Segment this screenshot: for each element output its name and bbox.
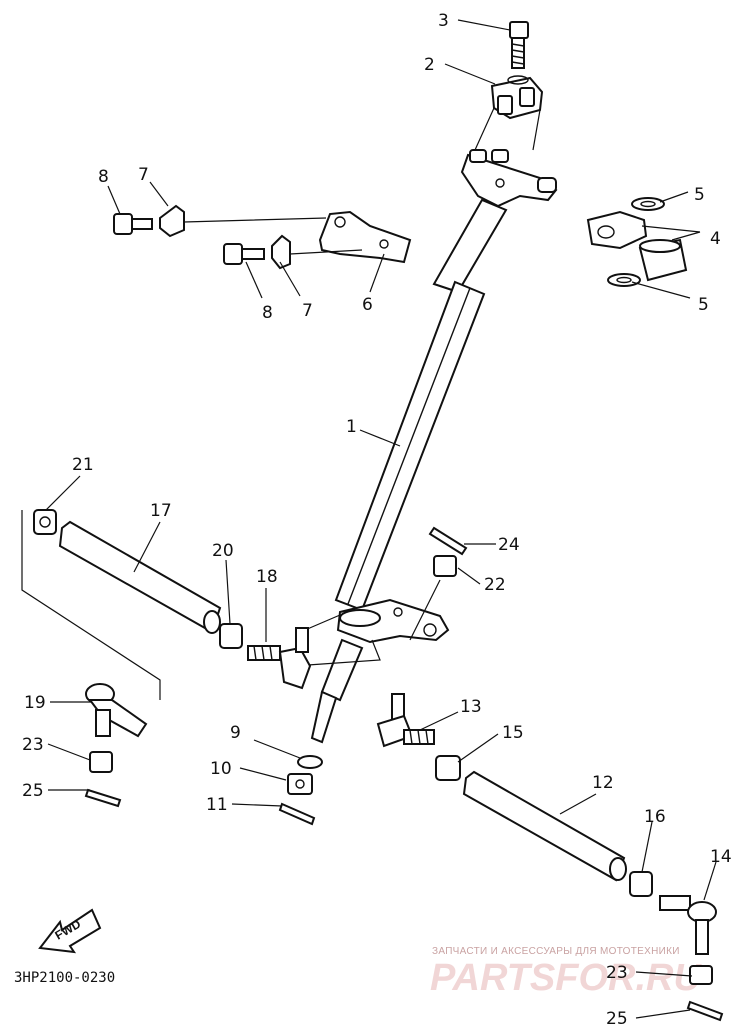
callout-5-upper: 5 <box>694 185 705 205</box>
callout-15: 15 <box>502 723 524 743</box>
clip-7-upper <box>159 204 185 238</box>
callout-1: 1 <box>346 417 357 437</box>
steering-shaft <box>310 198 508 744</box>
fwd-arrow-icon: FWD <box>38 908 102 954</box>
callout-2: 2 <box>424 55 435 75</box>
nut-16 <box>629 871 653 897</box>
cotter-pin-25-right <box>686 1000 724 1022</box>
bushing-4 <box>586 210 688 282</box>
watermark: PARTSFOR.RU ЗАПЧАСТИ И АКСЕССУАРЫ ДЛЯ МО… <box>430 946 702 999</box>
callout-24: 24 <box>498 535 520 555</box>
callout-18: 18 <box>256 567 278 587</box>
cotter-pin-25-left <box>84 788 122 808</box>
callout-25-left: 25 <box>22 781 44 801</box>
washer-5-lower <box>607 273 641 287</box>
shaft-top-bracket <box>460 149 558 208</box>
callout-8-upper: 8 <box>98 167 109 187</box>
tie-rod-end-18 <box>247 627 312 690</box>
diagram-code: 3HP2100-0230 <box>14 970 115 986</box>
callout-11: 11 <box>206 795 228 815</box>
callout-3: 3 <box>438 11 449 31</box>
callout-4: 4 <box>710 229 721 249</box>
nut-23-left <box>89 751 113 773</box>
callout-10: 10 <box>210 759 232 779</box>
pitman-arm <box>336 598 450 644</box>
callout-7-upper: 7 <box>138 165 149 185</box>
callout-numbers: 3 2 1 4 5 5 6 7 7 8 8 21 17 20 18 19 23 … <box>22 11 732 1029</box>
nut-21 <box>33 509 57 535</box>
callout-20: 20 <box>212 541 234 561</box>
callout-23-right: 23 <box>606 963 628 983</box>
callout-22: 22 <box>484 575 506 595</box>
callout-7-lower: 7 <box>302 301 313 321</box>
callout-14: 14 <box>710 847 732 867</box>
bolt-3 <box>509 21 529 69</box>
callout-9: 9 <box>230 723 241 743</box>
tie-rod-end-13 <box>376 693 435 748</box>
tie-rod-17 <box>58 520 222 634</box>
cotter-pin-24 <box>428 526 468 556</box>
washer-9 <box>297 755 323 769</box>
callout-17: 17 <box>150 501 172 521</box>
callout-21: 21 <box>72 455 94 475</box>
tie-rod-end-19 <box>85 683 148 738</box>
callout-23-left: 23 <box>22 735 44 755</box>
tie-rod-12 <box>462 770 627 882</box>
upper-holder <box>490 75 544 120</box>
nut-20 <box>219 623 243 649</box>
nut-10 <box>287 773 313 795</box>
bracket-6 <box>318 210 412 264</box>
callout-13: 13 <box>460 697 482 717</box>
callout-19: 19 <box>24 693 46 713</box>
nut-15 <box>435 755 461 781</box>
callout-6: 6 <box>362 295 373 315</box>
leader-lines <box>45 19 717 1019</box>
watermark-brand: PARTSFOR.RU <box>430 957 702 999</box>
callout-25-right: 25 <box>606 1009 628 1029</box>
nut-22 <box>433 555 457 577</box>
callout-5-lower: 5 <box>698 295 709 315</box>
bolt-8-lower <box>223 243 265 265</box>
callout-8-lower: 8 <box>262 303 273 323</box>
watermark-tagline: ЗАПЧАСТИ И АКСЕССУАРЫ ДЛЯ МОТОТЕХНИКИ <box>432 946 680 957</box>
callout-12: 12 <box>592 773 614 793</box>
nut-23-right <box>689 965 713 985</box>
washer-5-upper <box>631 197 665 211</box>
callout-16: 16 <box>644 807 666 827</box>
bolt-8-upper <box>113 213 153 235</box>
tie-rod-end-14 <box>659 895 717 955</box>
clip-7-lower <box>271 234 291 270</box>
cotter-pin-11 <box>278 802 316 826</box>
